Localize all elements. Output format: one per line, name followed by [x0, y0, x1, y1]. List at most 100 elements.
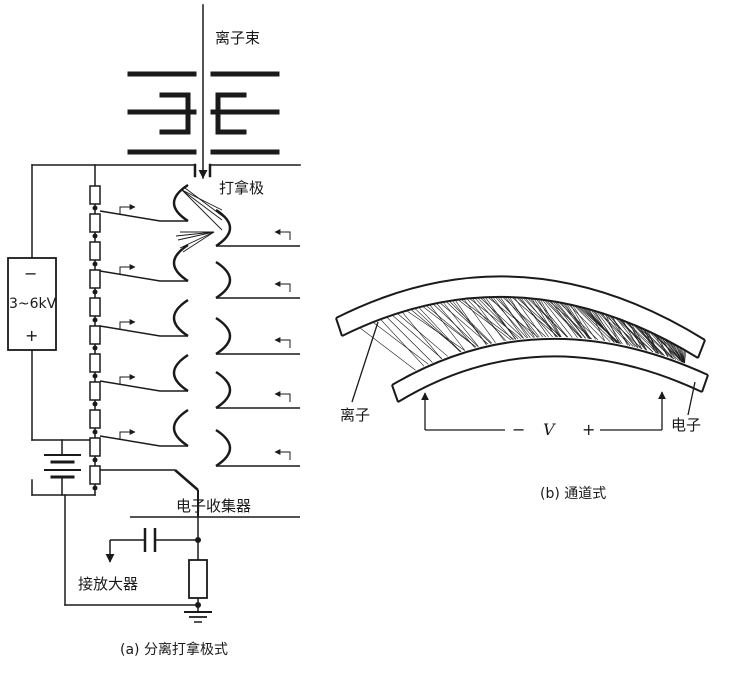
- electron-path: [518, 297, 553, 338]
- dynode-lead: [99, 270, 188, 282]
- electron-path: [544, 299, 582, 339]
- electron-path: [454, 299, 487, 345]
- voltage-minus-sign: −: [512, 420, 526, 439]
- electron-path: [504, 296, 538, 338]
- electron-path: [397, 313, 448, 357]
- electron-path: [605, 314, 620, 344]
- electron-path: [471, 297, 505, 342]
- electron-path: [626, 321, 662, 355]
- electron-path: [622, 320, 639, 348]
- electron-path: [564, 303, 589, 339]
- electron-path: [386, 316, 433, 363]
- electron-path: [627, 322, 647, 351]
- electron-path: [372, 321, 429, 365]
- electron-path: [634, 324, 665, 356]
- electron-path: [550, 300, 578, 338]
- junction-dot: [92, 205, 98, 211]
- caption-a: (a) 分离打拿极式: [120, 642, 228, 658]
- electron-path: [641, 327, 675, 360]
- current-arrow: [119, 374, 136, 385]
- junction-dot: [92, 233, 98, 239]
- junction-dot: [92, 345, 98, 351]
- resistor: [89, 269, 101, 289]
- electron-path: [624, 320, 658, 354]
- electron-path: [684, 350, 687, 364]
- electron-path: [662, 337, 674, 359]
- electron-path: [492, 296, 524, 339]
- resistor-ladder: [89, 185, 101, 491]
- electron-path: [594, 310, 615, 343]
- electron-path: [502, 296, 547, 338]
- electron-path: [458, 299, 512, 341]
- electron-path: [629, 322, 642, 349]
- electron-path: [499, 296, 529, 339]
- electron-path: [479, 297, 524, 339]
- electron-path: [392, 314, 443, 359]
- electron-trajectories-a: [175, 187, 226, 253]
- electron-path: [460, 299, 515, 340]
- electron-path: [552, 301, 583, 339]
- electron-path: [511, 296, 559, 338]
- caption-b: (b) 通道式: [540, 486, 607, 502]
- channel-wiring: [351, 321, 696, 431]
- resistor: [89, 325, 101, 345]
- electron-path: [425, 305, 477, 348]
- electron-path: [556, 301, 587, 339]
- electron-path: [495, 296, 534, 338]
- current-arrow: [274, 391, 291, 402]
- electron-path: [418, 307, 461, 353]
- electron-path: [513, 297, 543, 338]
- power-minus-sign: −: [24, 264, 38, 283]
- current-arrow: [119, 429, 136, 440]
- voltage-symbol: V: [543, 420, 555, 439]
- electron-path: [587, 308, 617, 344]
- current-arrow: [274, 281, 291, 292]
- dynode-lead: [99, 325, 188, 337]
- resistor: [89, 213, 101, 233]
- electron-path: [533, 298, 561, 338]
- current-arrow: [274, 229, 291, 240]
- electron-path: [542, 299, 573, 338]
- electron-path: [445, 301, 492, 344]
- electron-path: [380, 319, 425, 367]
- current-arrow: [119, 264, 136, 275]
- electron-path: [589, 309, 605, 341]
- electron-label: 电子: [671, 416, 702, 434]
- junction-dot: [92, 317, 98, 323]
- electron-path: [671, 342, 685, 364]
- electron-path: [644, 329, 657, 354]
- electron-cascade-b: [359, 296, 687, 371]
- electron-path: [422, 306, 477, 348]
- amplifier-label: 接放大器: [78, 575, 139, 593]
- electron-path: [665, 339, 681, 362]
- electron-path: [531, 298, 557, 337]
- electron-path: [654, 333, 669, 357]
- battery-icon: [31, 439, 96, 496]
- resistor: [89, 297, 101, 317]
- electron-path: [469, 298, 522, 339]
- voltage-plus-sign: +: [582, 420, 596, 439]
- focus-electrodes-right: [210, 71, 280, 155]
- dynode-lead: [99, 210, 188, 222]
- electron-path: [485, 297, 516, 340]
- electron-path: [607, 314, 631, 346]
- current-arrow: [119, 319, 136, 330]
- electron-collector-label: 电子收集器: [176, 497, 252, 515]
- electron-path: [509, 296, 535, 338]
- dynode-right: [215, 428, 232, 468]
- electron-path: [439, 302, 489, 345]
- dynode-left: [172, 183, 189, 223]
- dynode-left: [172, 408, 189, 448]
- electron-path: [506, 296, 540, 338]
- power-plus-sign: +: [25, 326, 39, 345]
- dynode-right: [215, 370, 232, 410]
- junction-dot: [92, 289, 98, 295]
- resistor: [89, 353, 101, 373]
- electron-path: [401, 311, 442, 359]
- electron-path: [562, 302, 592, 340]
- electron-path: [535, 298, 568, 338]
- dynode-lead: [99, 435, 188, 447]
- resistor: [89, 437, 101, 457]
- resistor: [89, 185, 101, 205]
